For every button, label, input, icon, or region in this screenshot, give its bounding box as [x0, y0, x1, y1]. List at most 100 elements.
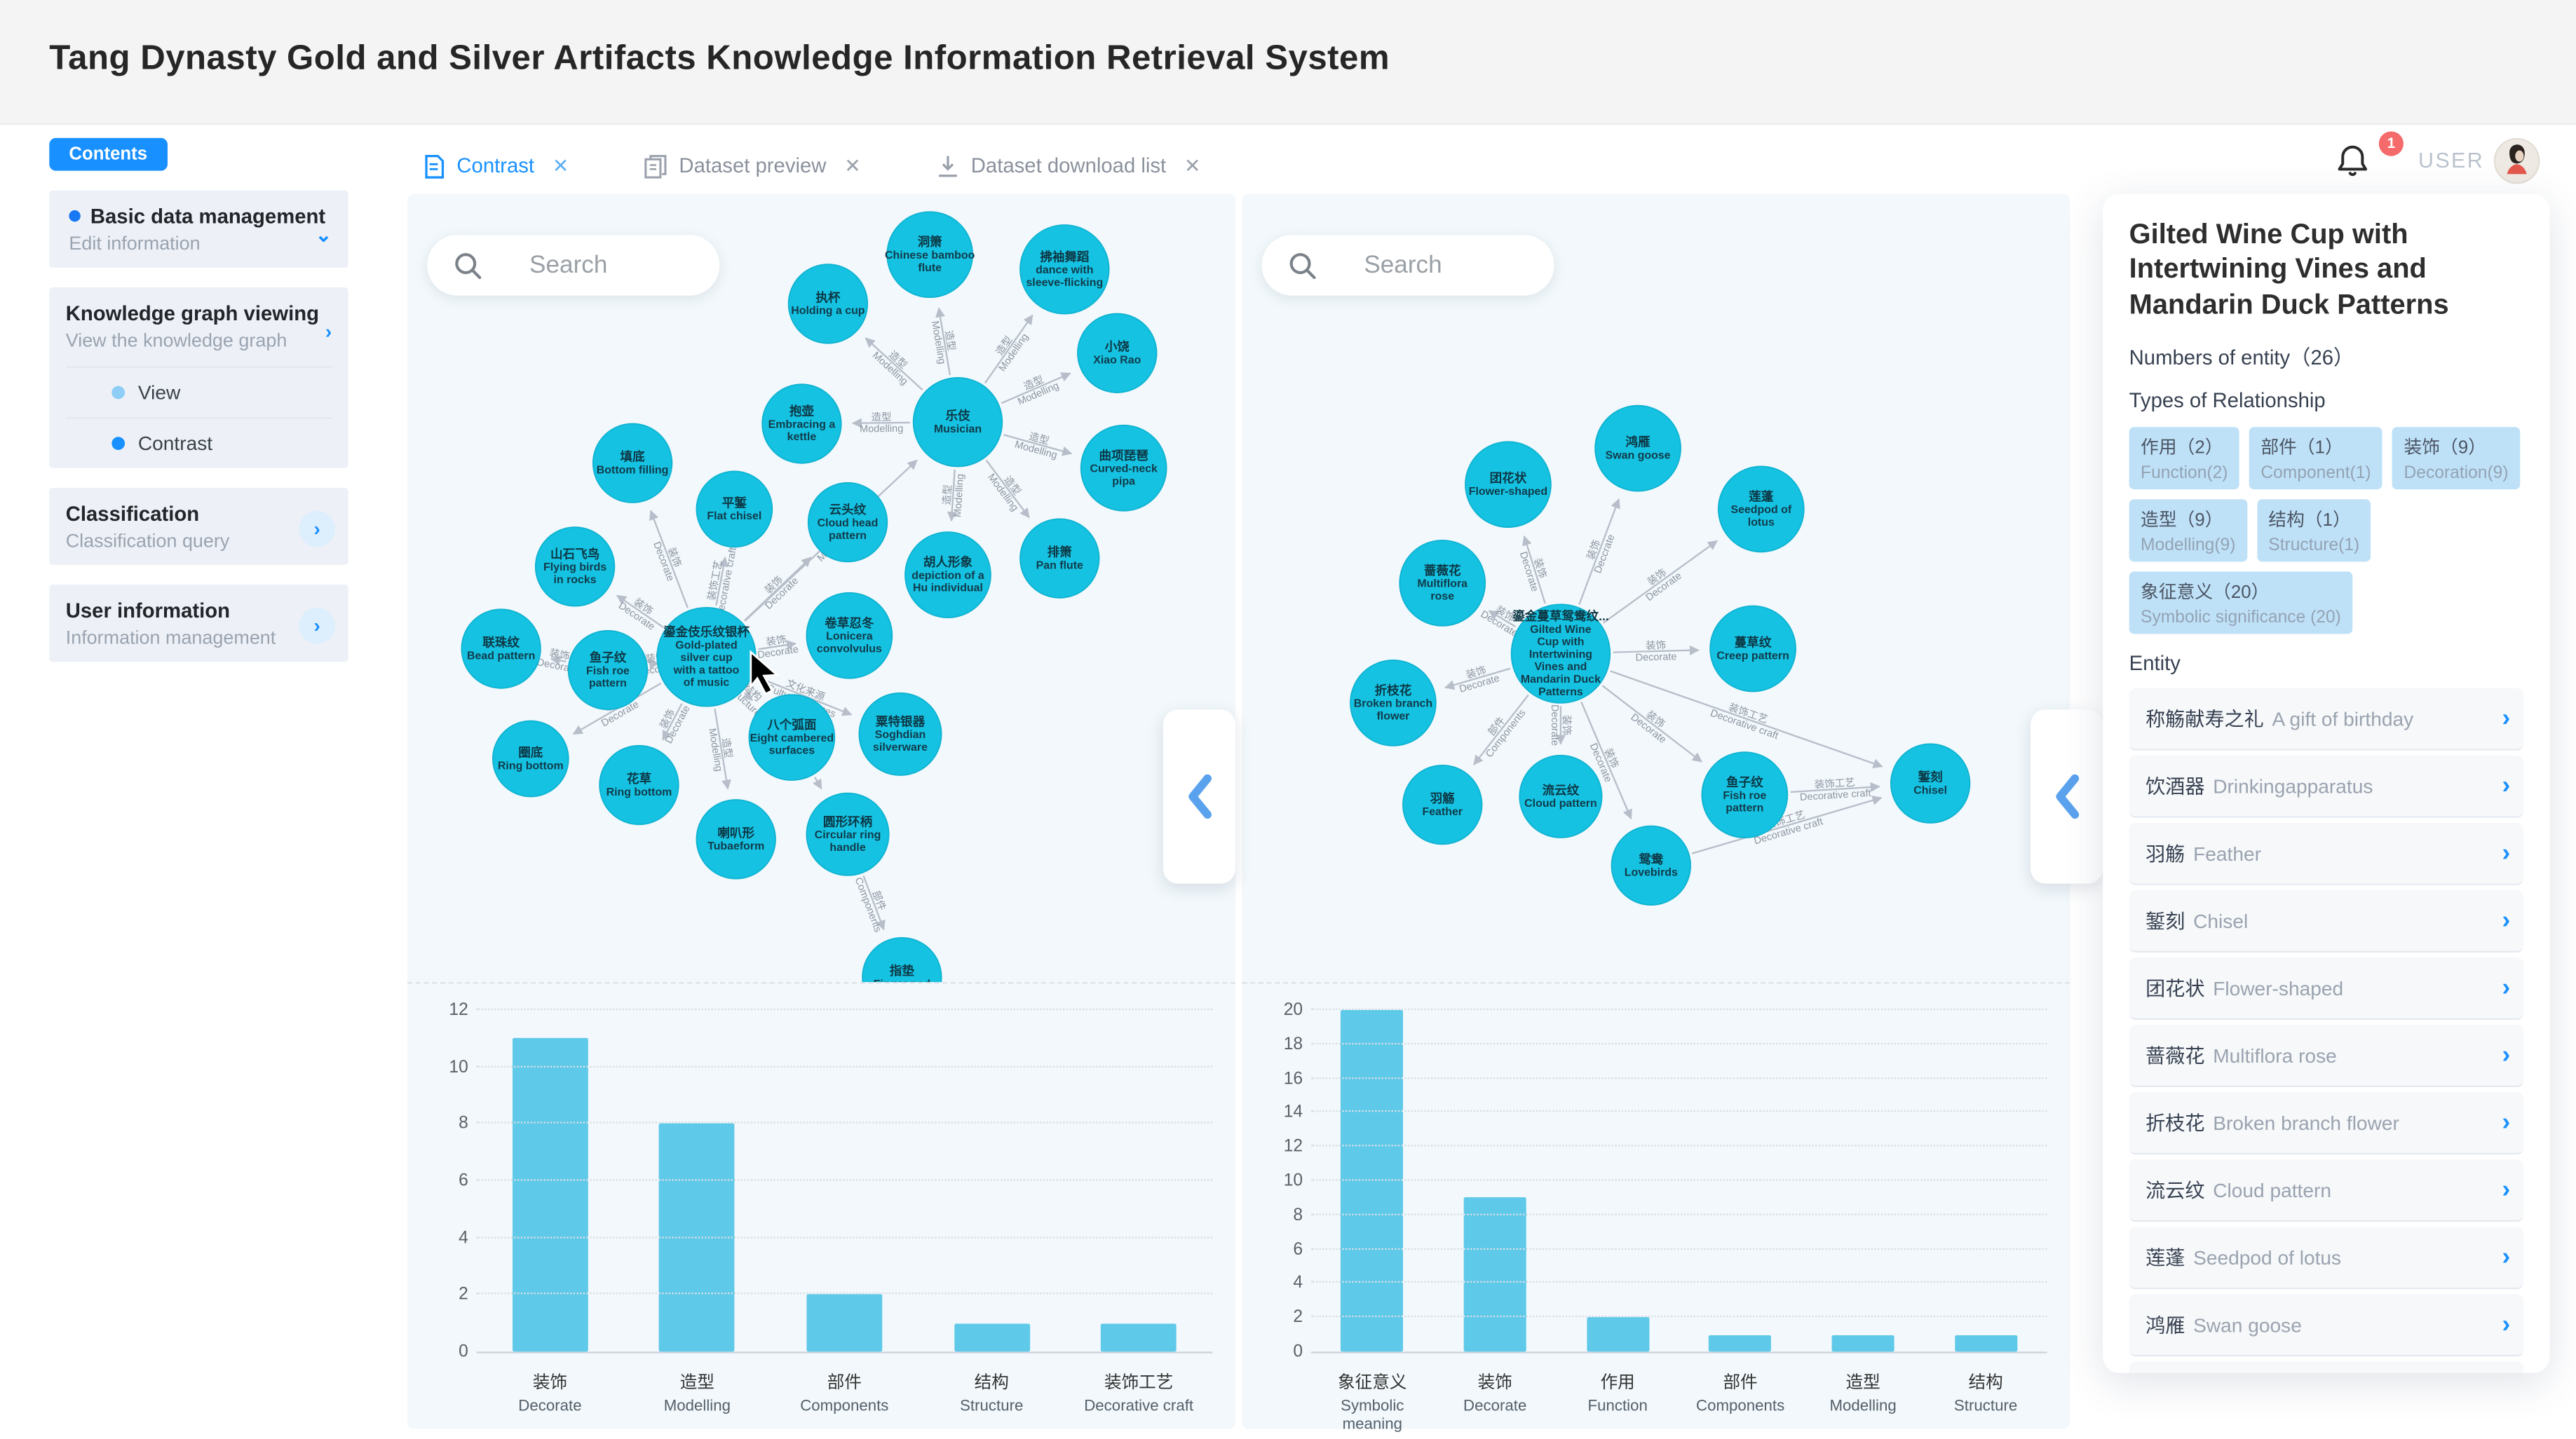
chevron-down-icon[interactable]: ⌄	[315, 223, 332, 247]
graph-node[interactable]	[461, 608, 541, 689]
graph-node[interactable]	[1519, 754, 1603, 838]
graph-node[interactable]	[1465, 441, 1552, 528]
graph-node[interactable]	[807, 482, 888, 563]
graph-node[interactable]	[904, 531, 991, 618]
graph-node[interactable]	[748, 694, 836, 781]
search-input[interactable]: Search	[1261, 235, 1554, 296]
graph-node[interactable]	[862, 936, 942, 983]
graph-node[interactable]	[858, 692, 942, 776]
graph-node[interactable]	[1890, 743, 1971, 824]
graph-node[interactable]	[1350, 659, 1437, 746]
bar[interactable]	[512, 1038, 588, 1352]
bar[interactable]	[1709, 1335, 1772, 1352]
graph-node[interactable]	[1080, 424, 1167, 512]
sidebar-item-classification[interactable]: Classification Classification query ›	[49, 487, 348, 566]
graph-node[interactable]	[696, 799, 776, 880]
tab-dataset-download-list[interactable]: Dataset download list✕	[937, 144, 1201, 187]
tab-dataset-preview[interactable]: Dataset preview✕	[644, 144, 861, 187]
graph-node[interactable]	[806, 592, 893, 679]
graph-node[interactable]	[1402, 764, 1483, 845]
graph-node[interactable]	[1399, 539, 1486, 627]
graph-node[interactable]	[1611, 825, 1691, 906]
bar[interactable]	[1341, 1010, 1404, 1352]
graph-node[interactable]	[761, 383, 842, 464]
artifact-info-panel: Gilted Wine Cup with Intertwining Vines …	[2103, 193, 2550, 1373]
relationship-badge[interactable]: 部件（1）Component(1)	[2249, 427, 2383, 490]
graph-node[interactable]	[787, 264, 869, 344]
notification-bell-icon[interactable]: 1	[2333, 131, 2404, 181]
chevron-right-icon[interactable]: ›	[299, 607, 335, 644]
graph-node[interactable]	[1709, 605, 1796, 693]
graph-node[interactable]	[1019, 224, 1110, 315]
prev-page-button[interactable]	[1162, 709, 1236, 884]
close-icon[interactable]: ✕	[1184, 154, 1201, 178]
bar[interactable]	[1954, 1335, 2017, 1352]
bar[interactable]	[1101, 1323, 1177, 1352]
bar[interactable]	[1463, 1198, 1526, 1352]
graph-node[interactable]	[912, 376, 1003, 468]
sidebar-item-basic-data[interactable]: Basic data management Edit information ⌄	[49, 190, 348, 268]
graph-node[interactable]	[696, 470, 773, 548]
avatar[interactable]	[2493, 137, 2540, 184]
bar[interactable]	[1831, 1335, 1894, 1352]
graph-node[interactable]	[886, 211, 974, 299]
relationship-badge[interactable]: 作用（2）Function(2)	[2129, 427, 2239, 490]
tab-contrast[interactable]: Contrast✕	[424, 144, 569, 187]
search-input[interactable]: Search	[427, 235, 720, 296]
sidebar-item-knowledge-graph[interactable]: Knowledge graph viewing View the knowled…	[49, 287, 348, 468]
close-icon[interactable]: ✕	[844, 154, 861, 178]
graph-node[interactable]	[592, 423, 673, 503]
contents-button[interactable]: Contents	[49, 137, 168, 171]
graph-node[interactable]	[534, 526, 616, 607]
entity-label: Entity	[2129, 652, 2181, 676]
graph-node[interactable]	[1717, 465, 1805, 553]
gridline	[476, 1122, 1213, 1124]
knowledge-graph-right[interactable]: 装饰Decorate装饰Deccrate装饰Decorate装饰Decorate…	[1242, 193, 2070, 982]
graph-node[interactable]	[599, 744, 679, 826]
chevron-right-icon[interactable]: ›	[299, 510, 335, 547]
graph-edge	[742, 690, 753, 701]
graph-node[interactable]	[1701, 751, 1789, 838]
bar-column	[476, 1010, 623, 1352]
relationship-badge[interactable]: 结构（1）Structure(1)	[2256, 499, 2371, 562]
graph-edge	[813, 777, 822, 790]
graph-node[interactable]	[1594, 404, 1681, 492]
relationship-badge[interactable]: 装饰（9）Decoration(9)	[2392, 427, 2520, 490]
graph-edge-label: 造型Modelling	[1013, 428, 1062, 462]
sidebar-item-user-information[interactable]: User information Information management …	[49, 585, 348, 662]
graph-node[interactable]	[656, 607, 757, 707]
graph-node[interactable]	[492, 720, 569, 798]
close-icon[interactable]: ✕	[552, 154, 569, 178]
sidebar-item-title: Classification	[65, 502, 200, 526]
graph-node[interactable]	[1019, 518, 1100, 599]
sidebar-subitem-view[interactable]: View	[65, 366, 332, 418]
relationship-badge[interactable]: 造型（9）Modelling(9)	[2129, 499, 2247, 562]
graph-node[interactable]	[567, 629, 649, 711]
graph-node[interactable]	[1077, 313, 1158, 393]
bar[interactable]	[954, 1323, 1030, 1352]
chevron-right-icon[interactable]: ›	[325, 320, 332, 343]
sidebar-subitem-contrast[interactable]: Contrast	[65, 417, 332, 468]
graph-node[interactable]	[1510, 603, 1611, 704]
graph-node[interactable]	[806, 792, 890, 876]
bar[interactable]	[1586, 1317, 1649, 1352]
relationship-badge[interactable]: 象征意义（20）Symbolic significance (20)	[2129, 571, 2353, 634]
bar[interactable]	[659, 1124, 735, 1352]
gridline	[476, 1179, 1213, 1181]
bar[interactable]	[806, 1295, 883, 1352]
prev-page-button[interactable]	[2031, 709, 2103, 884]
